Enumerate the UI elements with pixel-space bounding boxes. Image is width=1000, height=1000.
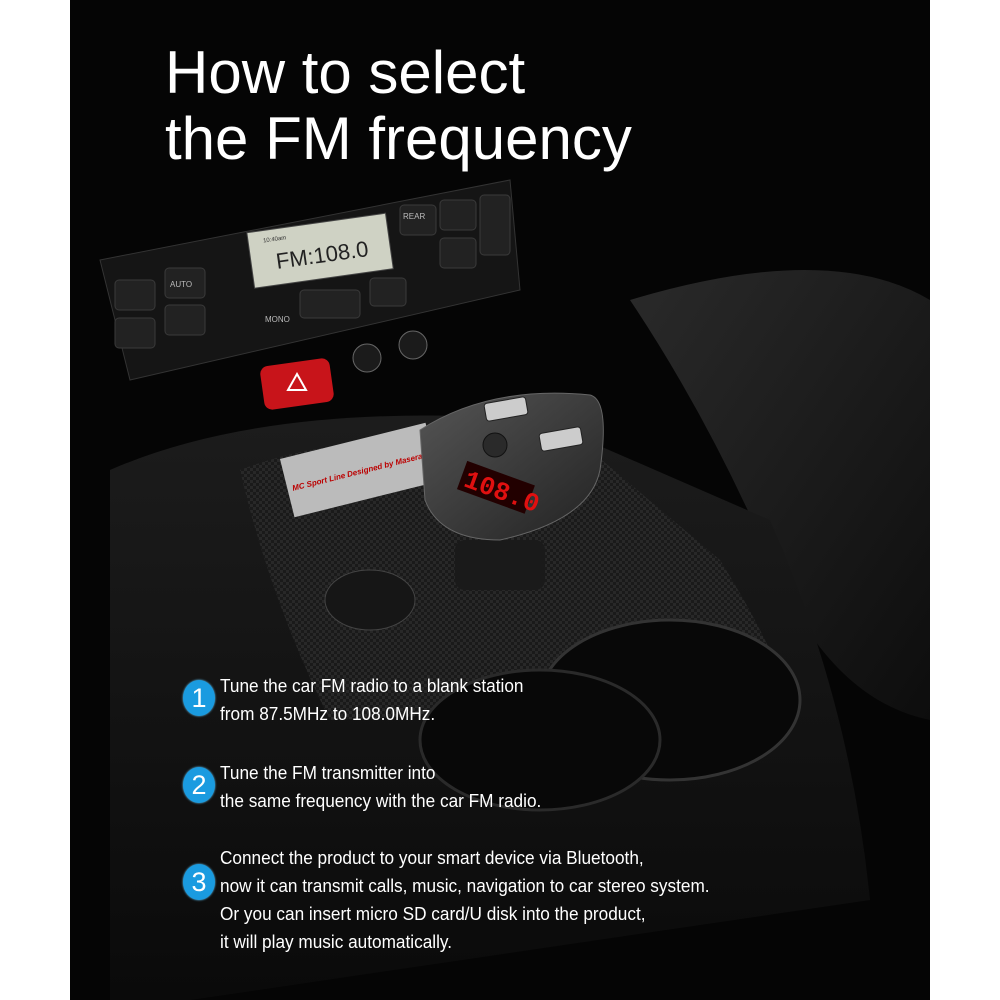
- seat: [630, 270, 930, 720]
- radio-time: 10:40am: [263, 235, 287, 244]
- step-text: Or you can insert micro SD card/U disk i…: [220, 903, 646, 924]
- unlock-button: [398, 330, 428, 360]
- step-1: 1 Tune the car FM radio to a blank stati…: [183, 672, 546, 728]
- step-number-badge: 3: [183, 864, 215, 900]
- product-image: AUTO REAR MONO 10:40am FM:108.0 MC Sport…: [70, 0, 930, 1000]
- car-interior-scene: AUTO REAR MONO 10:40am FM:108.0 MC Sport…: [99, 179, 930, 1000]
- cup-holder: [418, 668, 662, 812]
- step-text: from 87.5MHz to 108.0MHz.: [220, 703, 436, 724]
- step-text: it will play music automatically.: [220, 931, 453, 952]
- control-button: [482, 432, 508, 458]
- step-number-badge: 1: [183, 680, 215, 716]
- title-line-2: the FM frequency: [165, 105, 632, 172]
- step-text: Tune the car FM radio to a blank station: [220, 675, 524, 696]
- auto-label: AUTO: [170, 280, 192, 289]
- fm-transmitter: 108.0: [419, 392, 604, 590]
- hazard-button: [260, 358, 334, 410]
- console-knob: [324, 569, 416, 631]
- step-3: 3 Connect the product to your smart devi…: [183, 844, 746, 956]
- mc-sport-badge: [279, 422, 441, 518]
- step-number-badge: 2: [183, 767, 215, 803]
- radio-display: 10:40am FM:108.0: [246, 212, 394, 289]
- lock-button: [352, 343, 382, 373]
- title-line-1: How to select: [165, 39, 526, 106]
- step-text: the same frequency with the car FM radio…: [220, 790, 542, 811]
- usb-port: [483, 396, 529, 422]
- page-title: How to select the FM frequency: [165, 40, 632, 172]
- step-2: 2 Tune the FM transmitter into the same f…: [183, 759, 565, 815]
- hazard-icon: [286, 371, 308, 391]
- step-text: now it can transmit calls, music, naviga…: [220, 875, 710, 896]
- mono-label: MONO: [265, 315, 290, 324]
- climate-buttons: [114, 194, 511, 349]
- step-text: Tune the FM transmitter into: [220, 762, 436, 783]
- usb-port: [538, 426, 584, 452]
- rear-label: REAR: [403, 212, 425, 221]
- step-text: Connect the product to your smart device…: [220, 847, 644, 868]
